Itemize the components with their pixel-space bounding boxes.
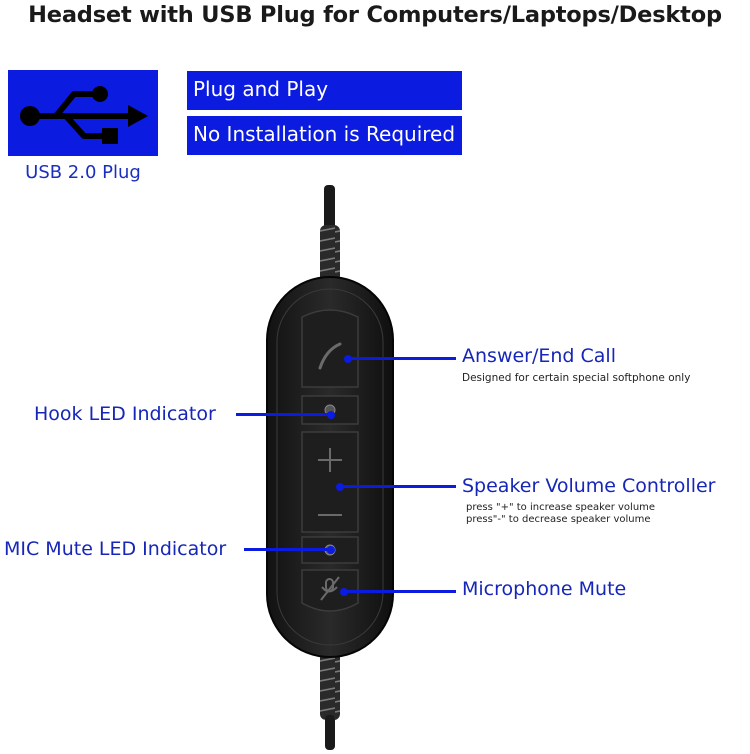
- microphone-mute-label: Microphone Mute: [462, 578, 627, 600]
- usb-icon: [20, 86, 148, 144]
- speaker-volume-note-2: press"-" to decrease speaker volume: [466, 514, 651, 525]
- callout-dot-mic-mute: [340, 588, 348, 596]
- usb-plug-label: USB 2.0 Plug: [25, 162, 141, 183]
- hook-led: [301, 395, 359, 425]
- answer-end-call-note: Designed for certain special softphone o…: [462, 372, 691, 384]
- hook-led-label: Hook LED Indicator: [34, 403, 216, 425]
- page-title: Headset with USB Plug for Computers/Lapt…: [28, 2, 722, 28]
- volume-up-icon: [318, 448, 342, 472]
- cable-bottom: [320, 640, 340, 750]
- speaker-volume-note-1: press "+" to increase speaker volume: [466, 502, 656, 513]
- callout-line-hook: [236, 413, 332, 416]
- callout-line-mic-led: [244, 548, 332, 551]
- usb-plug-box: [8, 70, 158, 156]
- phone-icon: [318, 342, 342, 370]
- mic-mute-led-label: MIC Mute LED Indicator: [4, 538, 227, 560]
- speaker-volume-label: Speaker Volume Controller: [462, 475, 716, 497]
- mic-mute-icon: [320, 576, 340, 601]
- feature-no-installation: No Installation is Required: [187, 116, 462, 155]
- answer-end-call-button[interactable]: [301, 309, 359, 388]
- volume-rocker[interactable]: [301, 431, 359, 533]
- callout-line-volume: [340, 485, 456, 488]
- feature-plug-and-play: Plug and Play: [187, 71, 462, 110]
- microphone-mute-button[interactable]: [301, 569, 359, 612]
- cable-top: [320, 185, 340, 290]
- callout-dot-mic-led: [327, 546, 335, 554]
- callout-line-mic-mute: [344, 590, 456, 593]
- answer-end-call-label: Answer/End Call: [462, 345, 616, 367]
- inline-controller: [255, 185, 405, 750]
- callout-line-answer: [348, 357, 456, 360]
- callout-dot-answer: [344, 355, 352, 363]
- callout-dot-volume: [336, 483, 344, 491]
- callout-dot-hook: [327, 411, 335, 419]
